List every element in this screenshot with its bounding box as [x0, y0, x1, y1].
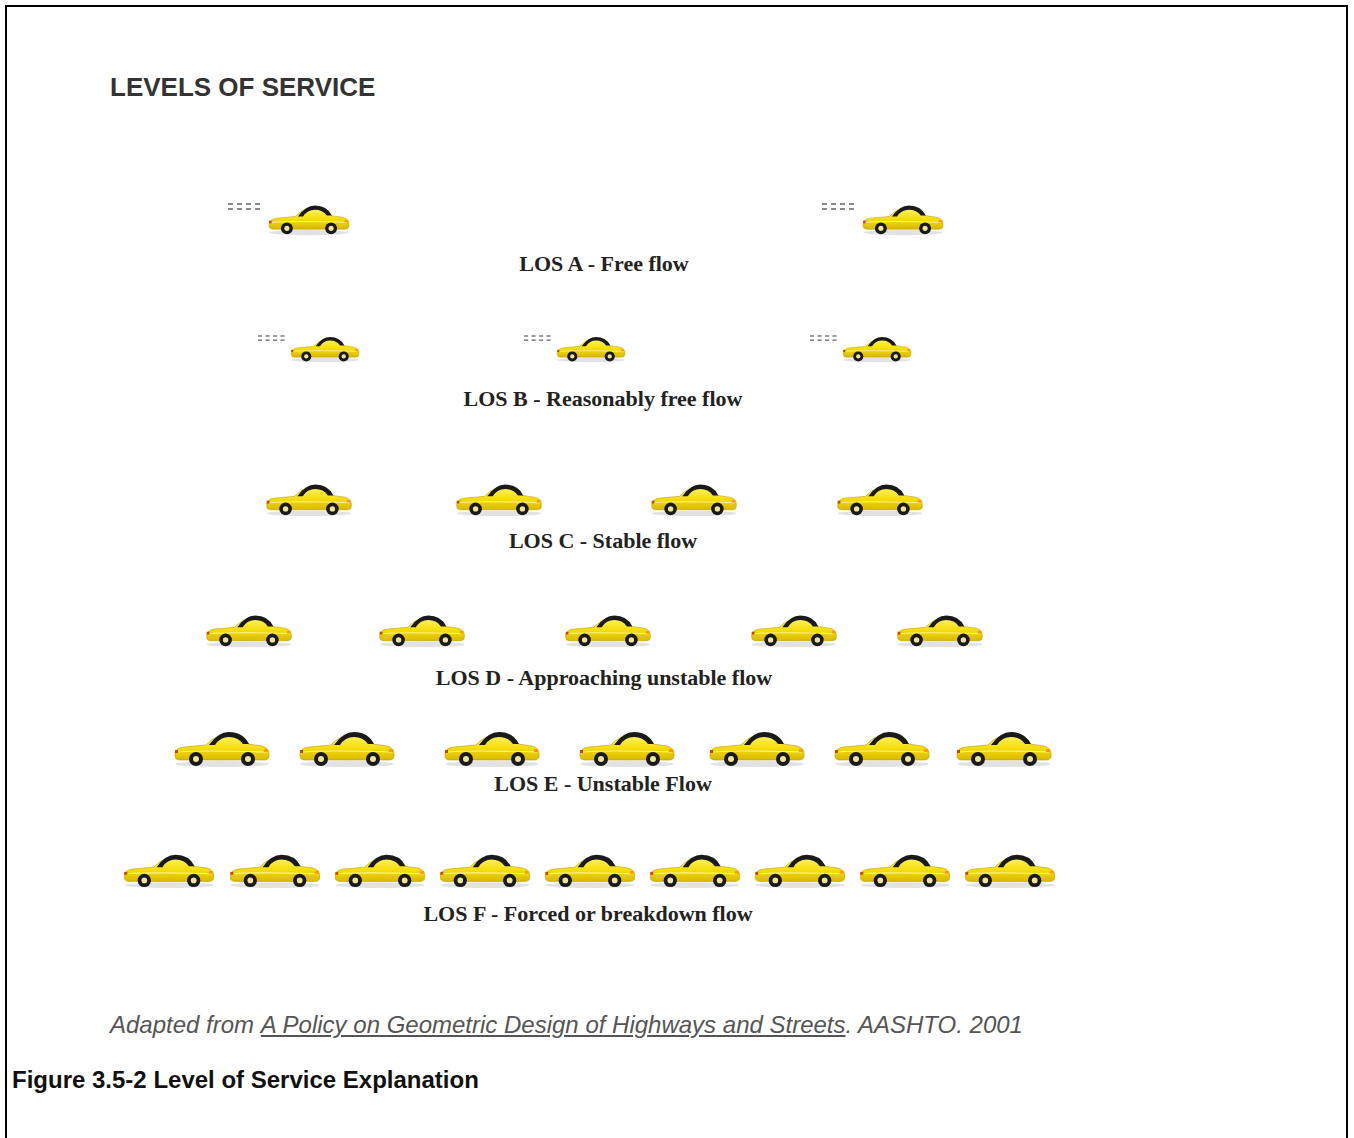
car	[269, 205, 349, 235]
los-label: LOS F - Forced or breakdown flow	[423, 901, 752, 927]
speed-marks	[258, 335, 285, 341]
figure-caption: Figure 3.5-2 Level of Service Explanatio…	[12, 1066, 479, 1094]
car	[335, 855, 424, 888]
car	[566, 616, 651, 648]
car	[580, 732, 674, 767]
car	[300, 732, 394, 767]
speed-marks	[524, 335, 551, 341]
car	[898, 616, 983, 648]
source-note: . AASHTO. 2001	[846, 1011, 1023, 1038]
car	[445, 732, 539, 767]
los-label: LOS E - Unstable Flow	[494, 771, 712, 797]
car	[752, 616, 837, 648]
source-credit: Adapted from A Policy on Geometric Design…	[110, 1011, 1023, 1039]
car	[124, 855, 213, 888]
los-label: LOS D - Approaching unstable flow	[436, 665, 772, 691]
car	[863, 205, 943, 235]
source-note: Adapted from	[110, 1011, 254, 1038]
los-label: LOS C - Stable flow	[509, 528, 697, 554]
car	[380, 616, 465, 648]
car	[207, 616, 292, 648]
los-label: LOS B - Reasonably free flow	[464, 386, 743, 412]
car	[965, 855, 1054, 888]
car	[650, 855, 739, 888]
car	[545, 855, 634, 888]
car	[755, 855, 844, 888]
car	[838, 485, 923, 516]
car	[267, 485, 352, 516]
car	[957, 732, 1051, 767]
car	[843, 337, 911, 362]
speed-marks	[228, 203, 260, 210]
page-frame	[5, 5, 1348, 1138]
car	[710, 732, 804, 767]
los-label: LOS A - Free flow	[519, 251, 688, 277]
speed-marks	[810, 335, 837, 341]
car	[457, 485, 542, 516]
speed-marks	[822, 203, 854, 210]
heading: LEVELS OF SERVICE	[110, 72, 375, 103]
source-title: A Policy on Geometric Design of Highways…	[261, 1011, 846, 1038]
car	[175, 732, 269, 767]
car	[440, 855, 529, 888]
car	[557, 337, 625, 362]
car	[835, 732, 929, 767]
car	[230, 855, 319, 888]
car	[291, 337, 359, 362]
car	[652, 485, 737, 516]
car	[860, 855, 949, 888]
